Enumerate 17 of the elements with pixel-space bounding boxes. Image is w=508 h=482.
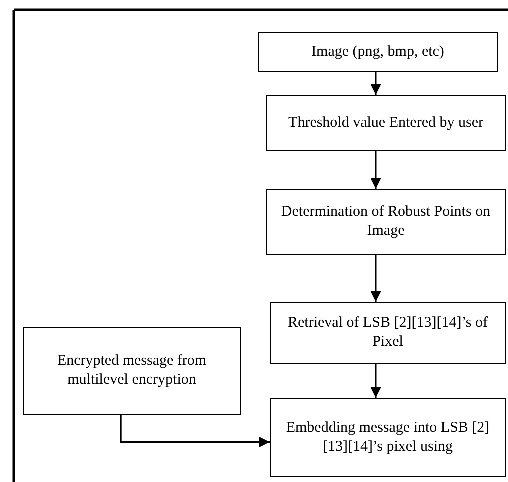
arrow	[120, 415, 270, 448]
process-box	[258, 32, 498, 72]
process-box	[270, 398, 506, 477]
arrow	[370, 151, 382, 189]
box-text: Threshold value Entered by user	[288, 114, 484, 132]
process-box	[266, 95, 506, 151]
process-box	[23, 327, 241, 415]
arrow	[370, 364, 382, 398]
arrow	[370, 72, 382, 95]
box-text: Image (png, bmp, etc)	[312, 42, 444, 62]
arrow	[370, 255, 382, 302]
box-text: Embedding message into LSB [2][13][14]’s pixel using	[285, 418, 491, 456]
process-box	[270, 302, 506, 364]
box-text: Encrypted message from multilevel encryption	[56, 352, 208, 390]
process-box	[266, 189, 506, 255]
box-text: Retrieval of LSB [2][13][14]’s of Pixel	[287, 314, 489, 352]
box-text: Determination of Robust Points on Image	[280, 203, 492, 241]
